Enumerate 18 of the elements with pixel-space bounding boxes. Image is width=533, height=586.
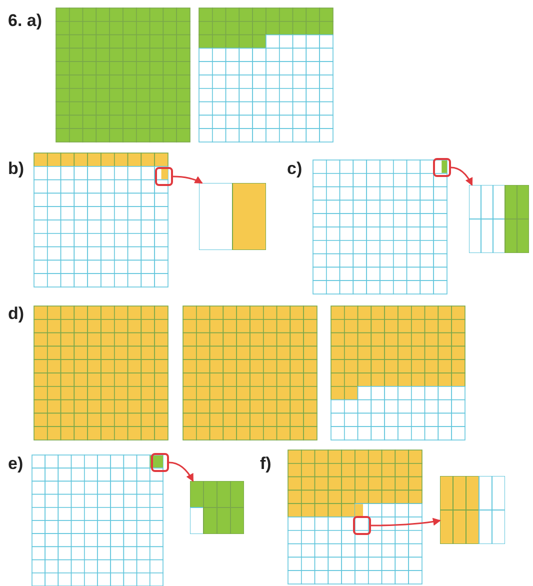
highlight-frame — [353, 516, 371, 535]
magnified-cell-drawing — [469, 185, 529, 253]
part-label: c) — [287, 160, 302, 177]
highlight-frame — [433, 158, 451, 177]
magnified-cell-drawing — [190, 481, 244, 534]
part-label: d) — [8, 305, 24, 322]
highlight-frame — [151, 453, 169, 472]
arrow — [168, 462, 194, 482]
arrow — [172, 176, 203, 184]
magnified-cell-drawing — [440, 476, 505, 544]
part-label: 6. a) — [8, 12, 42, 29]
magnified-cell-drawing — [199, 183, 266, 250]
part-label: e) — [8, 455, 24, 472]
arrow — [450, 166, 473, 186]
arrow — [371, 518, 441, 526]
highlight-frame — [155, 167, 173, 186]
part-label: f) — [260, 455, 272, 472]
part-label: b) — [8, 160, 24, 177]
